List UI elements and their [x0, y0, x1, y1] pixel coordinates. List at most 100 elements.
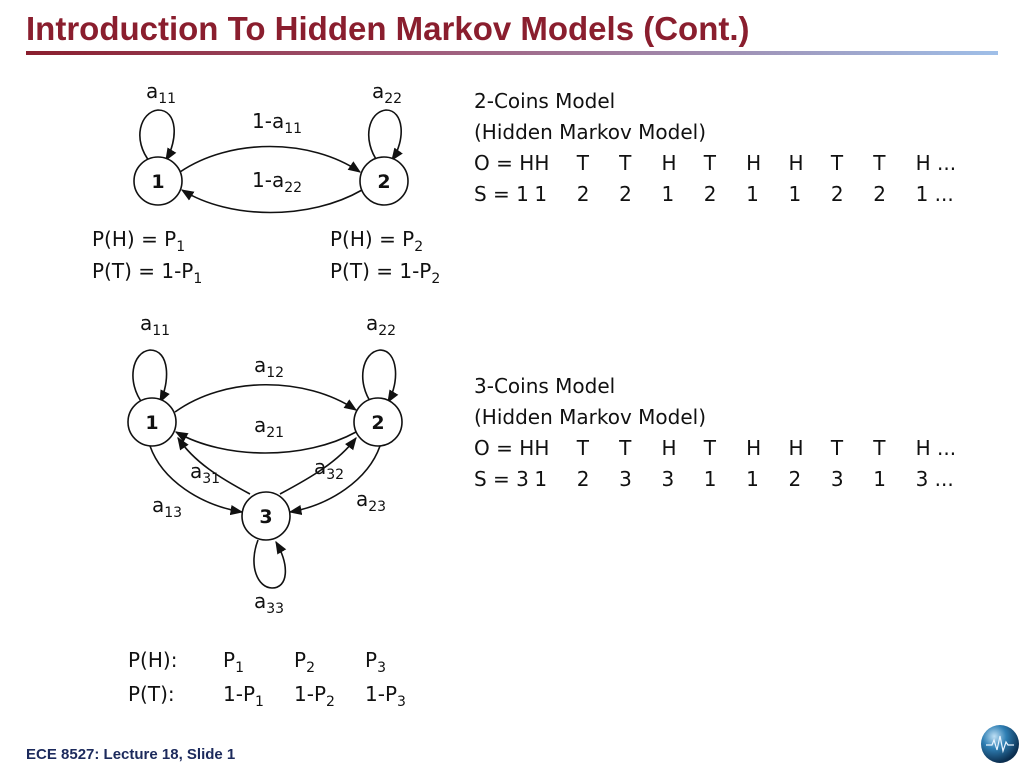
- state-value: 1: [788, 182, 802, 206]
- edge-3c-1-to-2: [174, 384, 358, 413]
- obs-value: T: [703, 436, 717, 460]
- obs-value: H: [788, 436, 804, 460]
- three-coin-diagram: [127, 349, 403, 589]
- state-value: 1: [534, 467, 548, 491]
- state-3c-node-3-label: 3: [259, 506, 272, 528]
- loop-2-2: [368, 109, 403, 163]
- edge-3c-3-to-2: [279, 436, 357, 495]
- state-value: 1: [746, 467, 759, 491]
- two-coin-p2-tail: P(T) = 1-P2: [330, 259, 440, 287]
- three-coin-1-p3: 1-P3: [365, 682, 406, 710]
- state-node-1: [133, 156, 183, 206]
- obs-value: H ...: [915, 436, 957, 460]
- label-3c-a13: a13: [152, 493, 182, 521]
- obs-value: T: [830, 436, 844, 460]
- state-value: 2: [576, 467, 590, 491]
- two-coin-observations: O = H H T T H T H H T T H ...: [474, 148, 976, 179]
- state-value: 2: [619, 182, 632, 206]
- label-3c-a12: a12: [254, 353, 284, 381]
- state-value: 3: [661, 467, 675, 491]
- loop-3c-2-2: [362, 349, 399, 405]
- three-coin-head-label: P(H):: [128, 648, 177, 672]
- three-coin-1-p1: 1-P1: [223, 682, 264, 710]
- slide-title: Introduction To Hidden Markov Models (Co…: [26, 10, 750, 47]
- label-3c-a11: a11: [140, 311, 170, 339]
- three-coin-p2: P2: [294, 648, 315, 676]
- state-3c-node-2-label: 2: [371, 412, 384, 434]
- state-label: S = 3: [474, 467, 529, 491]
- label-3c-a32: a32: [314, 455, 344, 483]
- label-1-a22: 1-a22: [252, 168, 302, 196]
- three-coin-p1: P1: [223, 648, 244, 676]
- state-value: 1: [703, 467, 717, 491]
- obs-value: H: [534, 436, 550, 460]
- label-3c-a23: a23: [356, 487, 386, 515]
- state-3c-node-3: [241, 491, 291, 541]
- state-3c-node-2: [353, 397, 403, 447]
- three-coin-heading: 3-Coins Model: [474, 374, 616, 398]
- state-value: 1: [746, 182, 759, 206]
- state-node-2: [359, 156, 409, 206]
- obs-value: H: [661, 151, 677, 175]
- three-coin-states: S = 3 1 2 3 3 1 1 2 3 1 3 ...: [474, 464, 976, 495]
- obs-value: T: [576, 436, 589, 460]
- edge-3c-1-to-3: [149, 445, 244, 516]
- state-value: 1: [534, 182, 548, 206]
- obs-value: T: [703, 151, 717, 175]
- state-value: 3 ...: [915, 467, 954, 491]
- obs-value: T: [619, 151, 632, 175]
- obs-value: H: [661, 436, 677, 460]
- obs-value: H: [788, 151, 804, 175]
- loop-3c-3-3: [253, 539, 287, 589]
- state-value: 1: [873, 467, 886, 491]
- state-value: 2: [703, 182, 717, 206]
- state-value: 2: [788, 467, 802, 491]
- two-coin-p1-tail: P(T) = 1-P1: [92, 259, 202, 287]
- obs-value: H: [746, 436, 762, 460]
- two-coin-heading: 2-Coins Model: [474, 89, 616, 113]
- edge-2-to-1: [180, 189, 363, 214]
- title-divider: [26, 51, 998, 55]
- three-coin-subheading: (Hidden Markov Model): [474, 405, 707, 429]
- state-node-2-label: 2: [377, 171, 390, 193]
- obs-value: T: [873, 436, 886, 460]
- three-coin-emission-table: P(H): P(T): P1 P2 P3 1-P1 1-P2 1-P3: [128, 648, 406, 710]
- state-value: 1: [661, 182, 675, 206]
- loop-1-1: [139, 109, 177, 163]
- edge-3c-3-to-1: [177, 436, 251, 495]
- state-value: 2: [576, 182, 590, 206]
- slide-footer: ECE 8527: Lecture 18, Slide 1: [26, 746, 236, 763]
- state-value: 3: [619, 467, 632, 491]
- obs-value: H ...: [915, 151, 957, 175]
- state-value: 2: [873, 182, 886, 206]
- label-a22: a22: [372, 79, 402, 107]
- label-3c-a31: a31: [190, 459, 220, 487]
- edge-3c-2-to-1: [174, 431, 357, 454]
- edge-1-to-2: [179, 145, 362, 173]
- obs-label: O = H: [474, 436, 535, 460]
- label-1-a11: 1-a11: [252, 109, 302, 137]
- three-coin-model-text: 3-Coins Model (Hidden Markov Model) O = …: [474, 371, 976, 495]
- state-value: 3: [830, 467, 844, 491]
- two-coin-diagram: [133, 109, 409, 214]
- obs-value: H: [746, 151, 762, 175]
- obs-value: T: [576, 151, 589, 175]
- two-coin-model-text: 2-Coins Model (Hidden Markov Model) O = …: [474, 86, 976, 210]
- two-coin-p2-head: P(H) = P2: [330, 227, 423, 255]
- two-coin-states: S = 1 1 2 2 1 2 1 1 2 2 1 ...: [474, 179, 976, 210]
- label-3c-a33: a33: [254, 589, 284, 617]
- obs-value: T: [873, 151, 886, 175]
- edge-3c-2-to-3: [288, 445, 381, 516]
- state-label: S = 1: [474, 182, 529, 206]
- two-coin-p1-head: P(H) = P1: [92, 227, 185, 255]
- obs-value: T: [830, 151, 844, 175]
- three-coin-p3: P3: [365, 648, 386, 676]
- obs-value: T: [619, 436, 632, 460]
- obs-label: O = H: [474, 151, 535, 175]
- state-value: 1 ...: [915, 182, 954, 206]
- two-coin-subheading: (Hidden Markov Model): [474, 120, 707, 144]
- label-3c-a21: a21: [254, 413, 284, 441]
- state-3c-node-1-label: 1: [145, 412, 158, 434]
- three-coin-tail-label: P(T):: [128, 682, 175, 706]
